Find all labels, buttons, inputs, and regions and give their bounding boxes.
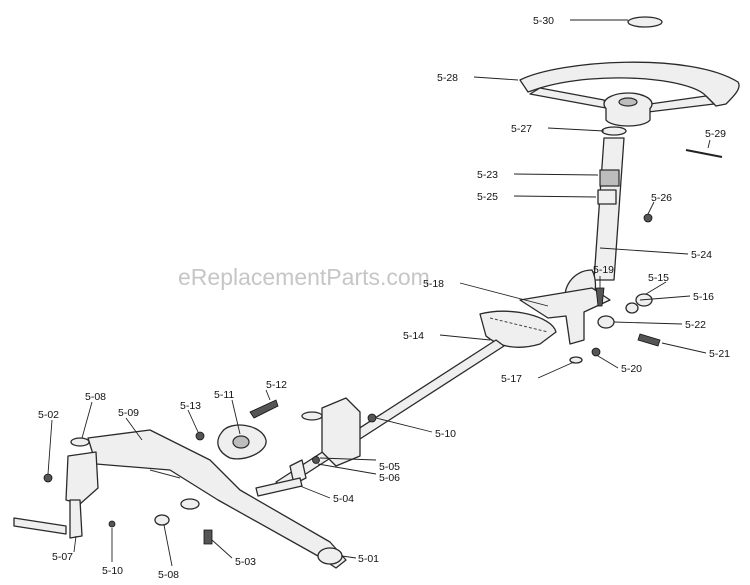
- horn-cap: [627, 16, 663, 28]
- callout-5-12: 5-12: [266, 379, 287, 391]
- bolt-5-10a: [367, 413, 377, 423]
- callout-5-27: 5-27: [511, 123, 532, 135]
- bracket-5-05: [289, 459, 307, 485]
- watermark: eReplacementParts.com: [178, 264, 430, 290]
- bearing-flange: [217, 424, 267, 460]
- callout-5-04: 5-04: [333, 493, 354, 505]
- bushing-5-22: [597, 315, 615, 329]
- pin-5-10b: [108, 520, 116, 528]
- callout-5-05: 5-05: [379, 461, 400, 473]
- callout-5-10-upper: 5-10: [435, 428, 456, 440]
- steering-gear-bracket: [479, 287, 611, 348]
- callout-5-28: 5-28: [437, 72, 458, 84]
- nut-5-13: [195, 431, 205, 441]
- callout-labels: 5-30 5-28 5-27 5-29 5-23 5-25 5-26 5-24 …: [38, 15, 730, 581]
- washer-5-06: [312, 456, 320, 464]
- callout-5-10-lower: 5-10: [102, 565, 123, 577]
- callout-5-20: 5-20: [621, 363, 642, 375]
- callout-5-26: 5-26: [651, 192, 672, 204]
- callout-5-21: 5-21: [709, 348, 730, 360]
- callout-5-30: 5-30: [533, 15, 554, 27]
- callout-5-07: 5-07: [52, 551, 73, 563]
- bushing-axle: [180, 498, 200, 510]
- callout-5-25: 5-25: [477, 191, 498, 203]
- callout-5-23: 5-23: [477, 169, 498, 181]
- bolt-5-21: [637, 333, 661, 347]
- bolt-5-19: [595, 287, 605, 307]
- bolt-5-03: [203, 529, 213, 545]
- callout-5-09: 5-09: [118, 407, 139, 419]
- callout-5-11: 5-11: [214, 389, 234, 401]
- callout-5-19: 5-19: [593, 264, 614, 276]
- clip-5-17: [569, 356, 583, 364]
- callout-5-24: 5-24: [691, 249, 712, 261]
- callout-5-13: 5-13: [180, 400, 201, 412]
- callout-5-03: 5-03: [235, 556, 256, 568]
- axle-pivot: [317, 547, 343, 565]
- steering-wheel: [519, 61, 740, 127]
- washer-5-16: [625, 302, 639, 314]
- front-axle: [87, 429, 347, 569]
- nut-5-20: [591, 347, 601, 357]
- pivot-bracket: [301, 397, 361, 467]
- callout-5-08-upper: 5-08: [85, 391, 106, 403]
- zerk-5-02: [43, 473, 53, 483]
- callout-5-06: 5-06: [379, 472, 400, 484]
- washer-5-08a: [70, 437, 90, 447]
- spindle: [13, 451, 99, 539]
- callout-5-08-lower: 5-08: [158, 569, 179, 581]
- nut-5-26: [643, 213, 653, 223]
- callout-5-14: 5-14: [403, 330, 424, 342]
- callout-5-02: 5-02: [38, 409, 59, 421]
- steering-column: [564, 126, 627, 303]
- tie-rod: [255, 477, 303, 497]
- callout-5-29: 5-29: [705, 128, 726, 140]
- roll-pin: [685, 149, 723, 158]
- callout-5-22: 5-22: [685, 319, 706, 331]
- bushing-5-08b: [154, 514, 170, 526]
- callout-5-01: 5-01: [358, 553, 379, 565]
- bolt-5-12: [249, 399, 279, 419]
- leader-lines: [47, 19, 711, 567]
- callout-5-15: 5-15: [648, 272, 669, 284]
- callout-5-17: 5-17: [501, 373, 522, 385]
- callout-5-18: 5-18: [423, 278, 444, 290]
- callout-5-16: 5-16: [693, 291, 714, 303]
